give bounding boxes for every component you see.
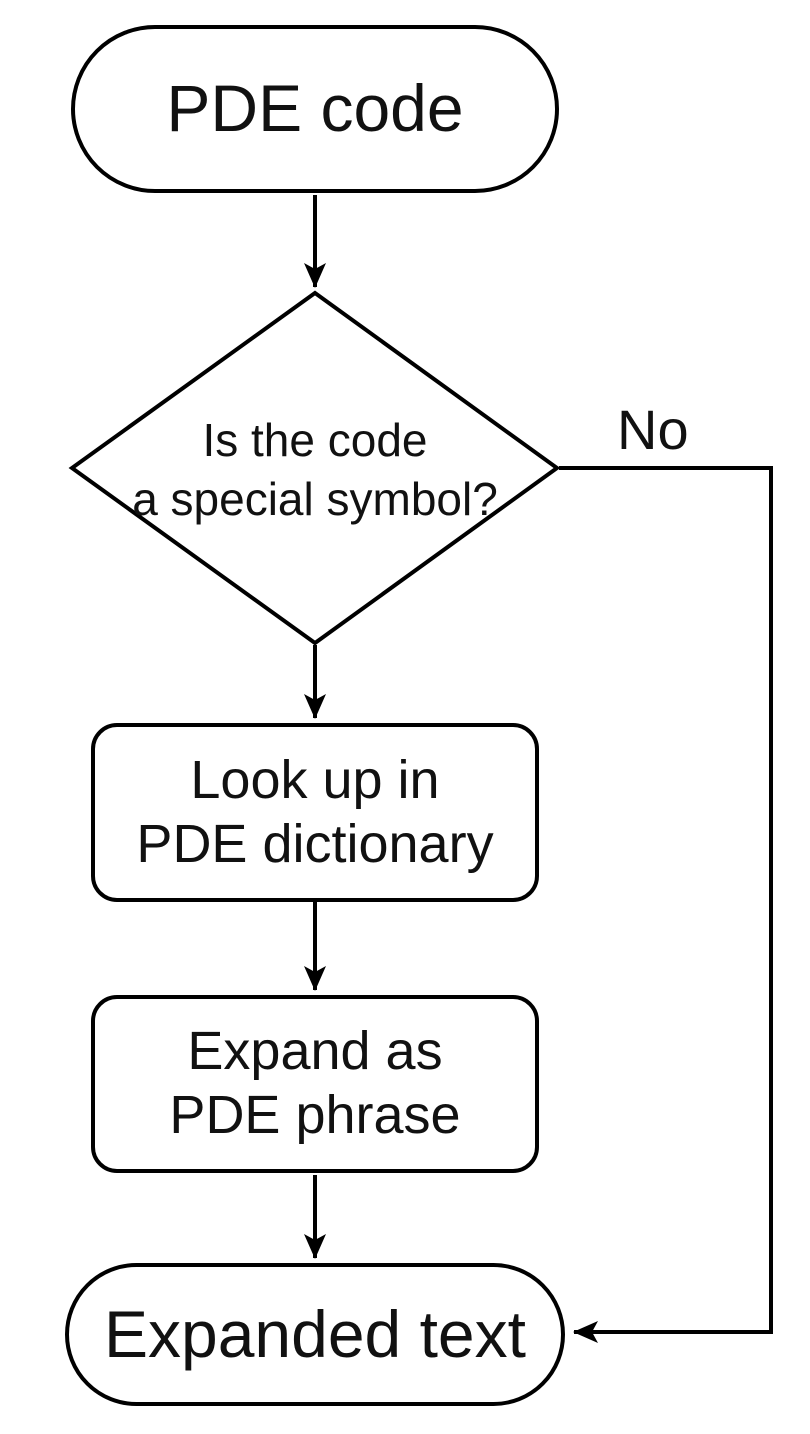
lookup-line-2: PDE dictionary: [136, 813, 494, 874]
expand-line-1: Expand as: [187, 1021, 443, 1082]
arrow-no-branch: [559, 466, 773, 1343]
decision-line-2: a special symbol?: [132, 473, 498, 525]
decision-shape: [68, 290, 561, 646]
node-start-terminator: PDE code: [71, 25, 559, 193]
node-expand-process: Expand as PDE phrase: [91, 995, 539, 1173]
end-label: Expanded text: [104, 1296, 526, 1371]
decision-line-1: Is the code: [202, 414, 428, 467]
no-branch-text: No: [617, 398, 689, 461]
no-branch-label: No: [617, 402, 689, 458]
lookup-line-1: Look up in: [190, 749, 440, 810]
start-label: PDE code: [166, 71, 464, 146]
node-lookup-process: Look up in PDE dictionary: [91, 723, 539, 902]
node-decision-label: Is the code a special symbol?: [95, 390, 535, 550]
expand-line-2: PDE phrase: [169, 1085, 461, 1145]
node-end-terminator: Expanded text: [65, 1263, 565, 1406]
